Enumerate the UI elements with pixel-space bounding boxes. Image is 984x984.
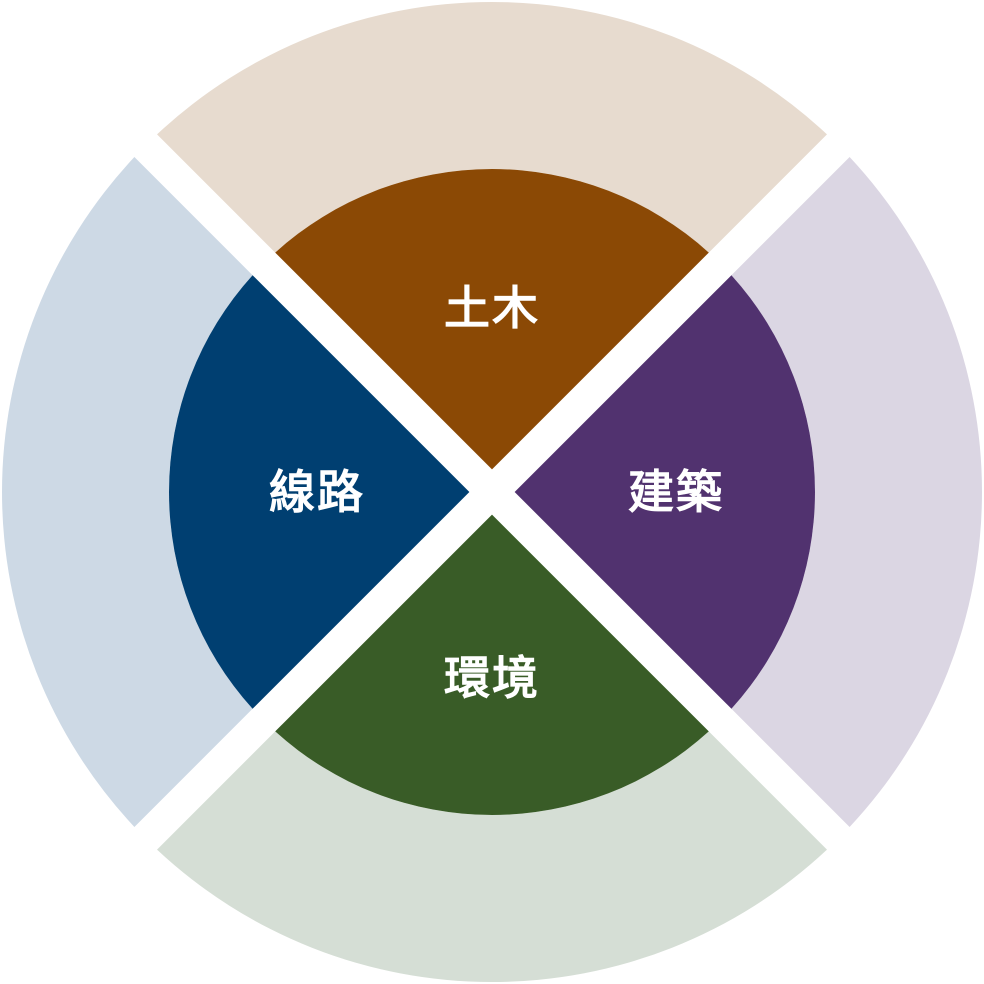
outer-segment-bottom	[157, 731, 827, 982]
segment-label-top: 土木	[444, 281, 540, 335]
segment-label-right: 建築	[628, 465, 724, 519]
inner-disc	[169, 169, 815, 815]
inner-segment-left	[169, 275, 470, 709]
segment-label-bottom: 環境	[444, 651, 540, 705]
segment-label-left: 線路	[269, 465, 365, 519]
outer-segment-left	[2, 157, 253, 827]
inner-segment-bottom	[275, 514, 709, 815]
inner-segment-top	[275, 169, 709, 470]
inner-segment-right	[514, 275, 815, 709]
outer-segment-right	[731, 157, 982, 827]
outer-segment-top	[157, 2, 827, 253]
